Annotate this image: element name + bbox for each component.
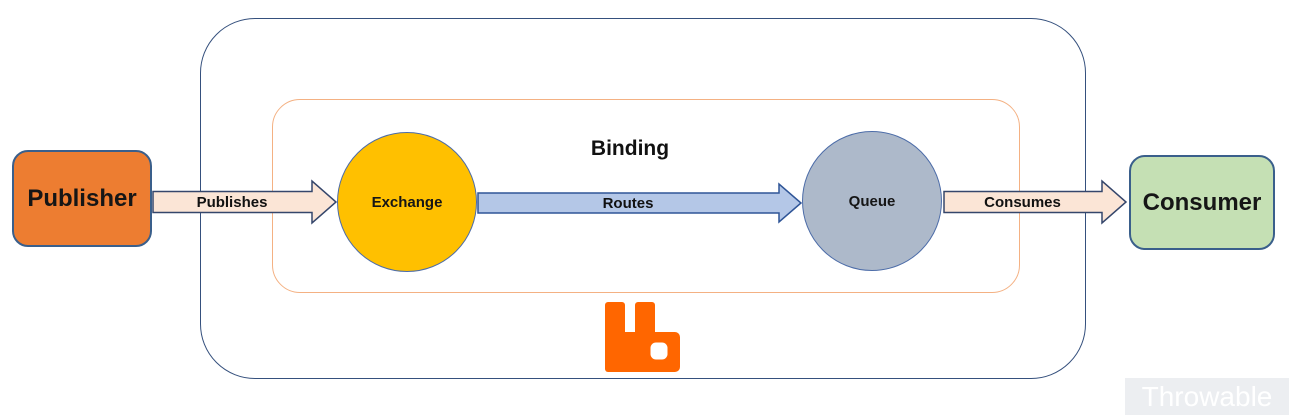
right-arrow-icon (477, 182, 803, 224)
publishes-label: Publishes (196, 193, 268, 211)
queue-node: Queue (802, 131, 942, 271)
publisher-node: Publisher (12, 150, 152, 247)
publisher-label: Publisher (27, 184, 137, 212)
throwable-watermark: Throwable (1125, 378, 1289, 415)
exchange-label: Exchange (371, 193, 443, 211)
binding-title: Binding (590, 137, 670, 160)
publishes-arrow: Publishes (152, 179, 338, 225)
queue-label: Queue (848, 192, 896, 210)
right-arrow-icon (943, 179, 1128, 225)
routes-arrow: Routes (477, 182, 803, 224)
rabbitmq-logo-icon (605, 302, 680, 372)
consumes-arrow: Consumes (943, 179, 1128, 225)
consumer-node: Consumer (1129, 155, 1275, 250)
routes-label: Routes (602, 194, 654, 212)
right-arrow-icon (152, 179, 338, 225)
exchange-node: Exchange (337, 132, 477, 272)
consumer-label: Consumer (1142, 188, 1262, 216)
consumes-label: Consumes (984, 193, 1061, 211)
